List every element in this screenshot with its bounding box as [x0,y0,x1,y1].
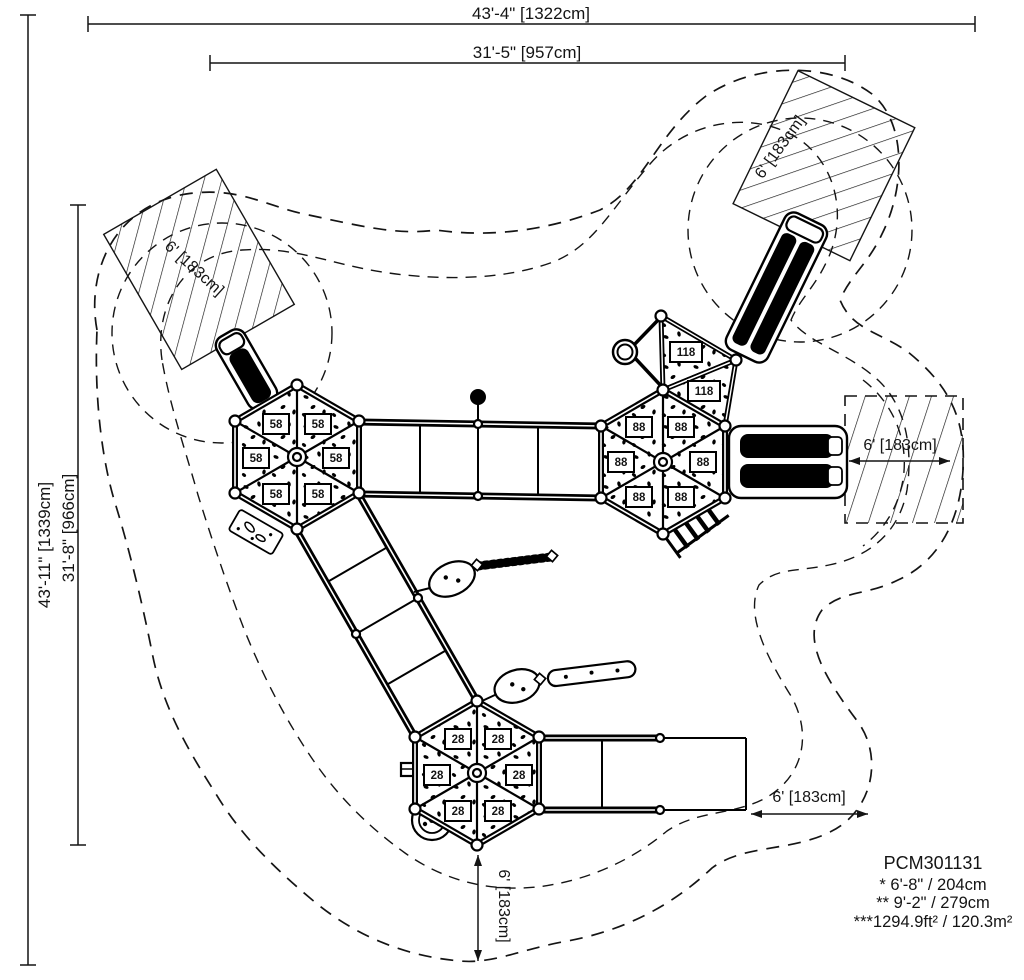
svg-text:58: 58 [330,453,343,465]
deck-label: 28 [444,800,472,822]
use-zone-inner-line [160,121,910,889]
note-deck-height: * 6'-8" / 204cm [879,876,986,894]
dimension-inner-depth: 31'-8" [966cm] [59,204,86,846]
deck-label: 58 [262,413,290,435]
deck-label: 58 [304,413,332,435]
deck-label: 88 [607,451,635,473]
info-block: PCM301131 * 6'-8" / 204cm ** 9'-2" / 279… [854,853,1013,931]
upper-deck-tower: 118 118 [654,309,743,430]
svg-text:28: 28 [492,806,505,818]
dimension-overall-width: 43'-4" [1322cm] [87,4,976,32]
svg-text:58: 58 [270,489,283,501]
slide-exit-arc-top-left [111,222,333,444]
deck-label: 28 [484,728,512,750]
bottom-hex-tower: 28 28 28 28 28 28 [408,694,546,852]
clearance-bottom: 6' [183cm] [474,855,512,961]
svg-text:88: 88 [675,492,688,504]
deck-label: 88 [625,486,653,508]
svg-text:58: 58 [250,453,263,465]
svg-text:58: 58 [312,419,325,431]
deck-label: 58 [322,447,350,469]
svg-text:58: 58 [312,489,325,501]
deck-label: 28 [423,764,451,786]
left-hex-tower: 58 58 58 58 58 58 [228,378,366,536]
deck-label: 88 [689,451,717,473]
svg-text:28: 28 [492,734,505,746]
bridge-top [355,389,605,502]
bridge-diagonal [293,491,481,741]
note-use-zone-area: ***1294.9ft² / 120.3m² [854,913,1013,931]
svg-text:6' [183cm]: 6' [183cm] [495,869,512,942]
overhead-climber [654,732,747,816]
use-zone-boundary [93,69,965,963]
svg-text:58: 58 [270,419,283,431]
firemans-pole [611,316,665,390]
pod-climber-upper [413,549,559,598]
activity-panel-left [228,509,284,555]
pod-climber-lower [481,660,637,704]
svg-text:6' [183cm]: 6' [183cm] [863,437,936,454]
svg-text:88: 88 [697,457,710,469]
svg-text:88: 88 [615,457,628,469]
deck-label: 88 [625,416,653,438]
note-structure-height: ** 9'-2" / 279cm [876,894,990,912]
double-slide-top-right [724,211,829,364]
deck-label: 88 [667,416,695,438]
svg-text:118: 118 [677,347,696,359]
right-hex-tower: 88 88 88 88 88 88 [594,383,732,541]
overall-width-label: 43'-4" [1322cm] [472,4,590,23]
deck-label: 118 [687,380,721,402]
model-number: PCM301131 [884,853,983,873]
balance-beam [546,660,637,688]
dimension-inner-width: 31'-5" [957cm] [209,43,846,71]
svg-text:88: 88 [633,492,646,504]
deck-label: 88 [667,486,695,508]
svg-text:88: 88 [675,422,688,434]
deck-label: 28 [444,728,472,750]
clearance-bottom-right: 6' [183cm] [751,789,868,818]
slide-exit-arc-top-right [687,117,913,343]
climb-pole-top [470,389,486,405]
inner-width-label: 31'-5" [957cm] [473,43,582,62]
deck-label: 58 [242,447,270,469]
slide-exit-arc-right [862,379,905,547]
use-zone-outer-line [93,69,965,963]
deck-label: 58 [262,483,290,505]
svg-text:28: 28 [452,806,465,818]
deck-label: 28 [505,764,533,786]
bridge-bottom [535,734,664,814]
svg-text:28: 28 [452,734,465,746]
double-slide-right [727,424,849,500]
svg-text:118: 118 [695,386,714,398]
deck-label: 118 [669,341,703,363]
svg-text:6' [183cm]: 6' [183cm] [772,789,845,806]
deck-label: 28 [484,800,512,822]
overall-depth-label: 43'-11" [1339cm] [35,482,54,608]
clearance-right-slide: 6' [183cm] [849,437,950,465]
dimension-overall-depth: 43'-11" [1339cm] [20,14,54,966]
svg-text:28: 28 [431,770,444,782]
svg-text:28: 28 [513,770,526,782]
svg-text:88: 88 [633,422,646,434]
inner-depth-label: 31'-8" [966cm] [59,474,78,583]
deck-label: 58 [304,483,332,505]
